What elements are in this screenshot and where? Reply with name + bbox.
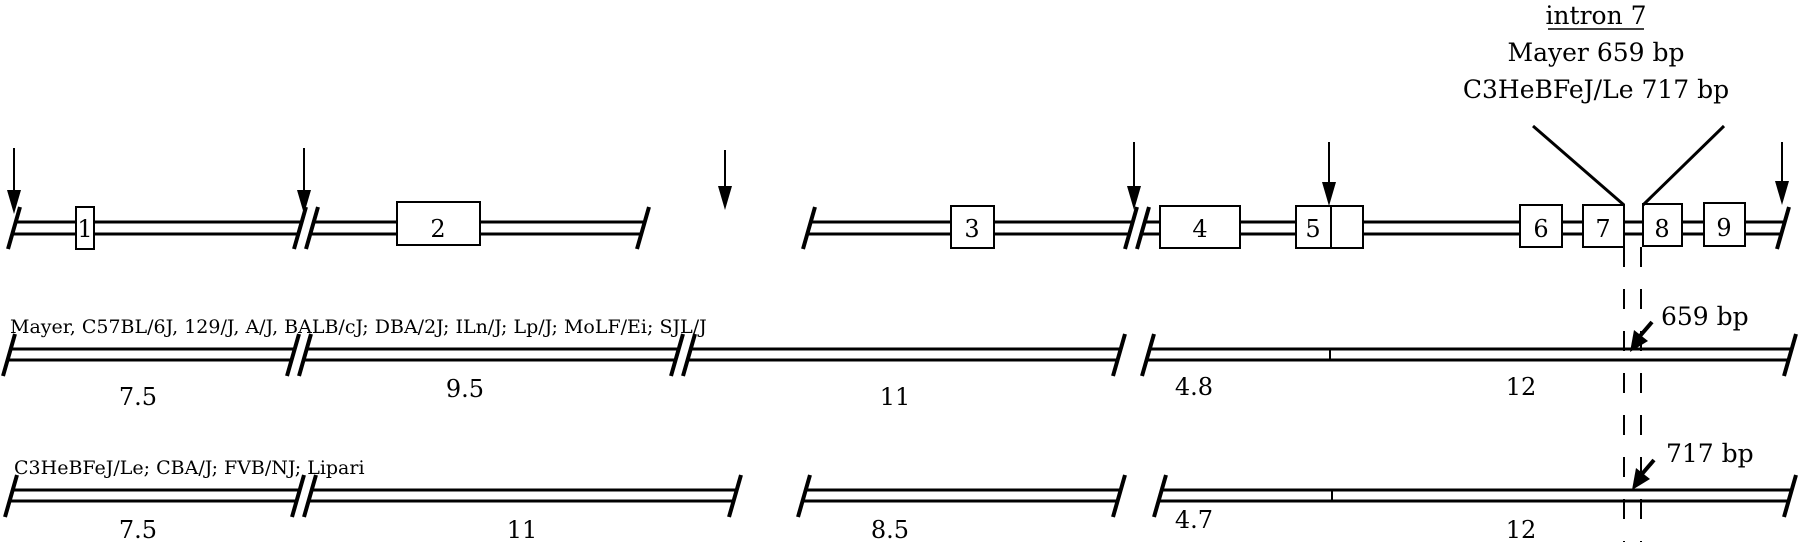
arrowhead-icon bbox=[1127, 186, 1141, 210]
break-mark bbox=[1, 333, 17, 377]
fragment-size: 11 bbox=[507, 516, 538, 542]
fragment-size: 4.8 bbox=[1175, 373, 1213, 401]
break-mark bbox=[1111, 474, 1127, 518]
break-mark bbox=[801, 206, 817, 250]
exon-box bbox=[1582, 204, 1625, 248]
exon-box bbox=[396, 201, 481, 246]
break-mark bbox=[6, 206, 22, 250]
fragment-size: 9.5 bbox=[446, 375, 484, 403]
exon-box bbox=[950, 205, 995, 249]
exon-box bbox=[1642, 203, 1683, 247]
break-mark bbox=[796, 474, 812, 518]
exon-label: 1 bbox=[77, 215, 92, 243]
fragment-size: 7.5 bbox=[119, 383, 157, 411]
arrowhead-icon bbox=[1775, 181, 1789, 205]
intron-pointer-line bbox=[1641, 124, 1726, 207]
mayer-strains-label: Mayer, C57BL/6J, 129/J, A/J, BALB/cJ; DB… bbox=[10, 316, 707, 338]
break-mark bbox=[727, 474, 743, 518]
break-mark bbox=[681, 333, 697, 377]
break-mark bbox=[635, 206, 651, 250]
break-mark bbox=[290, 474, 306, 518]
exon-label: 2 bbox=[430, 215, 445, 243]
fragment-size: 8.5 bbox=[871, 516, 909, 542]
break-mark bbox=[1152, 474, 1168, 518]
exon-label: 4 bbox=[1192, 215, 1207, 243]
break-mark bbox=[1782, 333, 1798, 377]
exon-box bbox=[1159, 205, 1241, 249]
exon-box bbox=[1295, 205, 1364, 249]
fragment-size: 7.5 bbox=[119, 516, 157, 542]
exon-label: 3 bbox=[964, 215, 979, 243]
arrowhead-icon bbox=[1632, 468, 1650, 490]
intron-mayer-size: Mayer 659 bp bbox=[1508, 38, 1685, 67]
break-mark bbox=[1782, 474, 1798, 518]
arrowhead-icon bbox=[1630, 330, 1648, 352]
break-mark bbox=[304, 206, 320, 250]
break-mark bbox=[297, 333, 313, 377]
intron-title: intron 7 bbox=[1545, 1, 1646, 30]
exon-label: 5 bbox=[1305, 215, 1320, 243]
exon-label: 9 bbox=[1716, 214, 1731, 242]
mayer-intron-size: 659 bp bbox=[1661, 302, 1749, 331]
intron-size-arrow bbox=[1640, 458, 1656, 476]
arrowhead-icon bbox=[297, 190, 311, 214]
break-mark bbox=[1140, 333, 1156, 377]
exon-box bbox=[1519, 204, 1563, 248]
break-mark bbox=[3, 474, 19, 518]
intron-size-arrow bbox=[1638, 320, 1654, 338]
exon-box bbox=[75, 206, 95, 250]
break-mark bbox=[1123, 206, 1139, 250]
exon-label: 7 bbox=[1595, 215, 1610, 243]
exon-label: 6 bbox=[1533, 215, 1548, 243]
break-mark bbox=[1775, 206, 1791, 250]
fragment-size: 12 bbox=[1506, 516, 1537, 542]
fragment-size: 4.7 bbox=[1175, 506, 1213, 534]
break-mark bbox=[302, 474, 318, 518]
c3h-strains-label: C3HeBFeJ/Le; CBA/J; FVB/NJ; Lipari bbox=[14, 457, 365, 479]
intron-pointer-line bbox=[1532, 124, 1625, 207]
exon-box bbox=[1703, 202, 1746, 247]
fragment-size: 12 bbox=[1506, 373, 1537, 401]
intron-c3h-size: C3HeBFeJ/Le 717 bp bbox=[1463, 75, 1729, 104]
break-mark bbox=[669, 333, 685, 377]
arrowhead-icon bbox=[1322, 182, 1336, 206]
break-mark bbox=[1111, 333, 1127, 377]
arrowhead-icon bbox=[7, 190, 21, 214]
fragment-size: 11 bbox=[880, 383, 911, 411]
c3h-intron-size: 717 bp bbox=[1666, 439, 1754, 468]
break-mark bbox=[1135, 206, 1151, 250]
arrowhead-icon bbox=[718, 186, 732, 210]
exon-label: 8 bbox=[1654, 215, 1669, 243]
break-mark bbox=[285, 333, 301, 377]
